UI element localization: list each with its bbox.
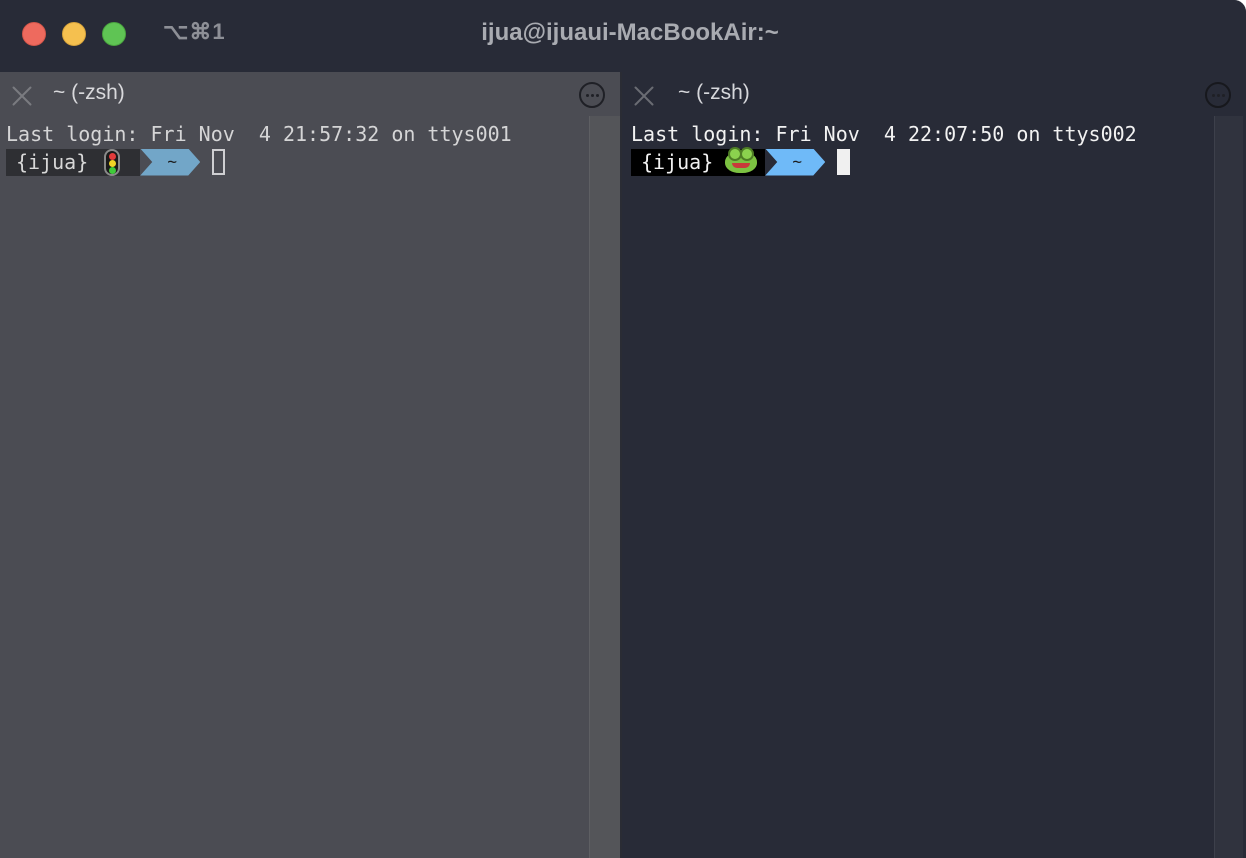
- window-title: ijua@ijuaui-MacBookAir:~: [481, 19, 779, 46]
- pane-header: ~ (-zsh): [0, 72, 620, 116]
- terminal-cursor: [212, 149, 226, 175]
- close-window-button[interactable]: [22, 22, 46, 46]
- scrollbar[interactable]: [1214, 116, 1243, 858]
- window-shortcut-label: ⌥⌘1: [163, 19, 226, 44]
- traffic-light-icon: [98, 149, 132, 176]
- prompt-user: {ijua}: [16, 150, 89, 174]
- prompt-directory-segment: ~: [765, 148, 826, 176]
- last-login-line: Last login: Fri Nov 4 22:07:50 on ttys00…: [631, 122, 1137, 146]
- pane-divider[interactable]: [620, 72, 622, 858]
- ellipsis-circle-icon[interactable]: [1205, 82, 1231, 108]
- title-bar[interactable]: ⌥⌘1 ijua@ijuaui-MacBookAir:~: [0, 0, 1246, 72]
- pane-tab-title: ~ (-zsh): [53, 81, 125, 104]
- scrollbar[interactable]: [589, 116, 620, 858]
- frog-icon: [723, 147, 758, 174]
- terminal-output[interactable]: Last login: Fri Nov 4 22:07:50 on ttys00…: [622, 116, 1214, 858]
- last-login-line: Last login: Fri Nov 4 21:57:32 on ttys00…: [6, 122, 512, 146]
- terminal-cursor: [837, 149, 851, 175]
- prompt-user: {ijua}: [641, 150, 714, 174]
- pane-header: ~ (-zsh): [622, 72, 1246, 116]
- close-icon[interactable]: [632, 83, 656, 107]
- ellipsis-circle-icon[interactable]: [579, 82, 605, 108]
- close-icon[interactable]: [10, 83, 34, 107]
- prompt-user-segment: {ijua}: [631, 147, 766, 176]
- prompt-directory-segment: ~: [140, 148, 201, 176]
- shell-prompt: {ijua} ~: [6, 148, 226, 176]
- terminal-output[interactable]: Last login: Fri Nov 4 21:57:32 on ttys00…: [0, 116, 588, 858]
- split-pane-right[interactable]: ~ (-zsh) Last login: Fri Nov 4 22:07:50 …: [622, 72, 1246, 858]
- prompt-user-segment: {ijua}: [6, 148, 141, 176]
- pane-tab-title: ~ (-zsh): [678, 81, 750, 104]
- minimize-window-button[interactable]: [62, 22, 86, 46]
- shell-prompt: {ijua} ~: [631, 147, 851, 176]
- maximize-window-button[interactable]: [102, 22, 126, 46]
- split-pane-left[interactable]: ~ (-zsh) Last login: Fri Nov 4 21:57:32 …: [0, 72, 620, 858]
